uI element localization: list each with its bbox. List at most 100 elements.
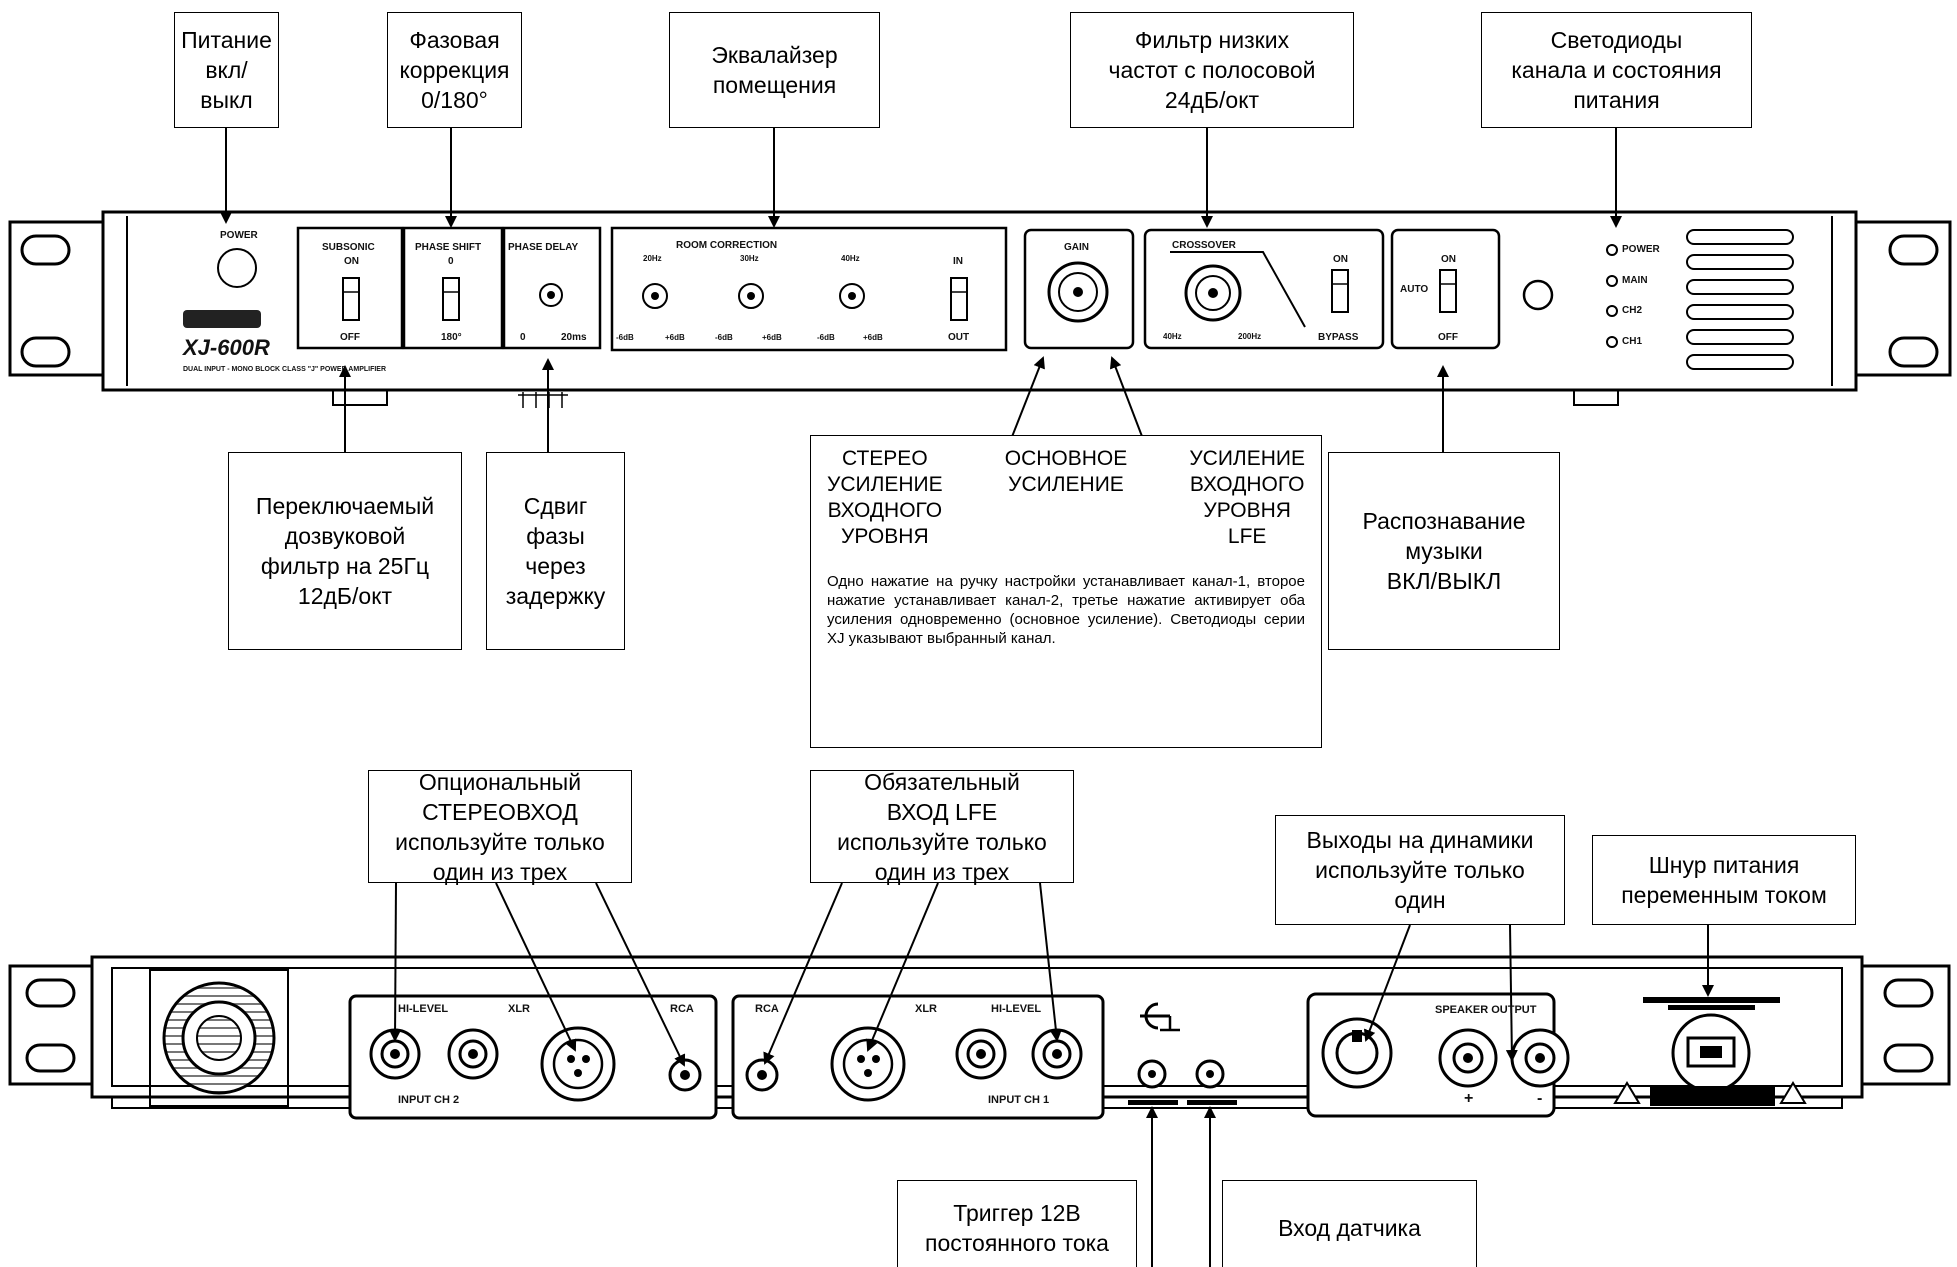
callout-music-sense: Распознавание музыки ВКЛ/ВЫКЛ (1328, 452, 1560, 650)
front-panel (8, 210, 1952, 408)
callout-stereo-input: Опциональный СТЕРЕОВХОД используйте толь… (368, 769, 632, 885)
speaker-output-label: SPEAKER OUTPUT (1435, 1004, 1537, 1016)
phase-0-label: 0 (448, 256, 454, 267)
led-ch1-label: CH1 (1622, 336, 1643, 347)
callout-stereo-input-text: Опциональный СТЕРЕОВХОД используйте толь… (395, 768, 605, 885)
callout-ac-cord: Шнур питания переменным током (1592, 835, 1856, 925)
leader-arrows (220, 128, 1714, 1267)
callout-sensor: Вход датчика (1222, 1180, 1477, 1267)
led-ch2-icon (1606, 305, 1618, 317)
ch1-hi-level-label: HI-LEVEL (991, 1003, 1042, 1015)
callout-lowpass-text: Фильтр низких частот с полосовой 24дБ/ок… (1108, 27, 1316, 113)
rack-slot-icon (25, 978, 76, 1008)
ch2-rca-label: RCA (670, 1003, 694, 1015)
rack-slot-icon (25, 1043, 76, 1073)
gain-note-text: Одно нажатие на ручку настройки устанавл… (827, 573, 1305, 647)
ch2-hi-level-label: HI-LEVEL (398, 1003, 449, 1015)
subsonic-label: SUBSONIC (322, 242, 375, 253)
callout-subsonic: Переключаемый дозвуковой фильтр на 25Гц … (228, 452, 462, 650)
crossover-max-label: 200Hz (1238, 332, 1262, 341)
eq-40-max: +6dB (863, 333, 883, 342)
front-faceplate (101, 210, 1858, 392)
warning-icon (1613, 1081, 1641, 1104)
eq-30-max: +6dB (762, 333, 782, 342)
callout-lowpass: Фильтр низких частот с полосовой 24дБ/ок… (1070, 12, 1354, 128)
led-power-label: POWER (1622, 244, 1660, 255)
callout-sensor-text: Вход датчика (1278, 1214, 1421, 1241)
gain-main-text: ОСНОВНОЕ УСИЛЕНИЕ (1004, 447, 1128, 496)
rack-slot-icon (1888, 234, 1939, 266)
auto-off-label: OFF (1438, 332, 1458, 343)
eq-30-min: -6dB (715, 333, 733, 342)
model-label: XJ-600R (183, 335, 270, 360)
rear-panel (8, 955, 1951, 1120)
callout-leds-text: Светодиоды канала и состояния питания (1511, 27, 1722, 113)
input-ch2-panel (348, 994, 718, 1120)
callout-phase-correction-text: Фазовая коррекция 0/180° (399, 27, 510, 113)
callout-room-eq: Эквалайзер помещения (669, 12, 880, 128)
led-ch1-icon (1606, 336, 1618, 348)
led-ch2-label: CH2 (1622, 305, 1643, 316)
room-correction-section (610, 226, 1008, 352)
subsonic-switch[interactable] (342, 277, 360, 321)
callout-music-sense-text: Распознавание музыки ВКЛ/ВЫКЛ (1362, 508, 1526, 594)
eq-20-min: -6dB (616, 333, 634, 342)
warning-icon (1779, 1081, 1807, 1104)
eq-20hz-label: 20Hz (643, 254, 662, 263)
ch2-xlr-label: XLR (508, 1003, 530, 1015)
room-correction-label: ROOM CORRECTION (676, 240, 778, 251)
gain-stereo-text: СТЕРЕО УСИЛЕНИЕ ВХОДНОГО УРОВНЯ (827, 447, 943, 548)
callout-gain: СТЕРЕО УСИЛЕНИЕ ВХОДНОГО УРОВНЯ ОСНОВНОЕ… (810, 435, 1322, 748)
callout-room-eq-text: Эквалайзер помещения (711, 42, 838, 98)
rack-slot-icon (1883, 978, 1934, 1008)
led-main-icon (1606, 275, 1618, 287)
crossover-label: CROSSOVER (1172, 240, 1236, 251)
callout-trigger: Триггер 12В постоянного тока (897, 1180, 1137, 1267)
callout-phase-delay-text: Сдвиг фазы через задержку (505, 493, 606, 609)
input-ch1-panel (731, 994, 1105, 1120)
ground-terminal-icon (1140, 1002, 1180, 1032)
crossover-min-label: 40Hz (1163, 332, 1182, 341)
gain-lfe-text: УСИЛЕНИЕ ВХОДНОГО УРОВНЯ LFE (1189, 447, 1305, 548)
callout-phase-delay: Сдвиг фазы через задержку (486, 452, 625, 650)
crossover-section (1143, 228, 1385, 350)
eq-40-min: -6dB (817, 333, 835, 342)
delay-max-label: 20ms (561, 332, 587, 343)
brand-logo (183, 310, 261, 328)
phase-shift-label: PHASE SHIFT (415, 242, 482, 253)
input-ch1-label: INPUT CH 1 (988, 1094, 1050, 1106)
callout-leds: Светодиоды канала и состояния питания (1481, 12, 1752, 128)
callout-speaker-outputs: Выходы на динамики используйте только од… (1275, 815, 1565, 925)
fan-grille (149, 969, 289, 1107)
phase-shift-switch[interactable] (442, 277, 460, 321)
phase-delay-label: PHASE DELAY (508, 242, 579, 253)
auto-section (1390, 228, 1501, 350)
gain-section (1023, 228, 1135, 350)
auto-on-label: ON (1441, 254, 1456, 265)
callout-speaker-outputs-text: Выходы на динамики используйте только од… (1306, 827, 1534, 913)
rack-slot-icon (20, 336, 71, 368)
rack-slot-icon (1888, 336, 1939, 368)
led-main-label: MAIN (1622, 275, 1648, 286)
power-label: POWER (220, 230, 258, 241)
room-correction-switch[interactable] (950, 277, 968, 321)
bypass-label: BYPASS (1318, 332, 1359, 343)
crossover-bypass-switch[interactable] (1331, 269, 1349, 313)
callout-subsonic-text: Переключаемый дозвуковой фильтр на 25Гц … (255, 493, 435, 609)
tagline-label: DUAL INPUT - MONO BLOCK CLASS "J" POWER … (183, 366, 387, 373)
callout-power: Питание вкл/ выкл (174, 12, 279, 128)
subsonic-on-label: ON (344, 256, 359, 267)
rack-slot-icon (1883, 1043, 1934, 1073)
gain-label: GAIN (1064, 242, 1089, 253)
callout-lfe-input-text: Обязательный ВХОД LFE используйте только… (837, 768, 1047, 885)
callout-ac-cord-text: Шнур питания переменным током (1621, 852, 1827, 908)
power-button[interactable] (217, 248, 257, 288)
auto-switch[interactable] (1439, 269, 1457, 313)
ch1-xlr-label: XLR (915, 1003, 937, 1015)
ir-sensor-icon (1522, 279, 1554, 311)
subsonic-section (296, 226, 404, 350)
callout-lfe-input: Обязательный ВХОД LFE используйте только… (810, 769, 1074, 885)
phase-delay-section (502, 226, 602, 350)
delay-min-label: 0 (520, 332, 526, 343)
